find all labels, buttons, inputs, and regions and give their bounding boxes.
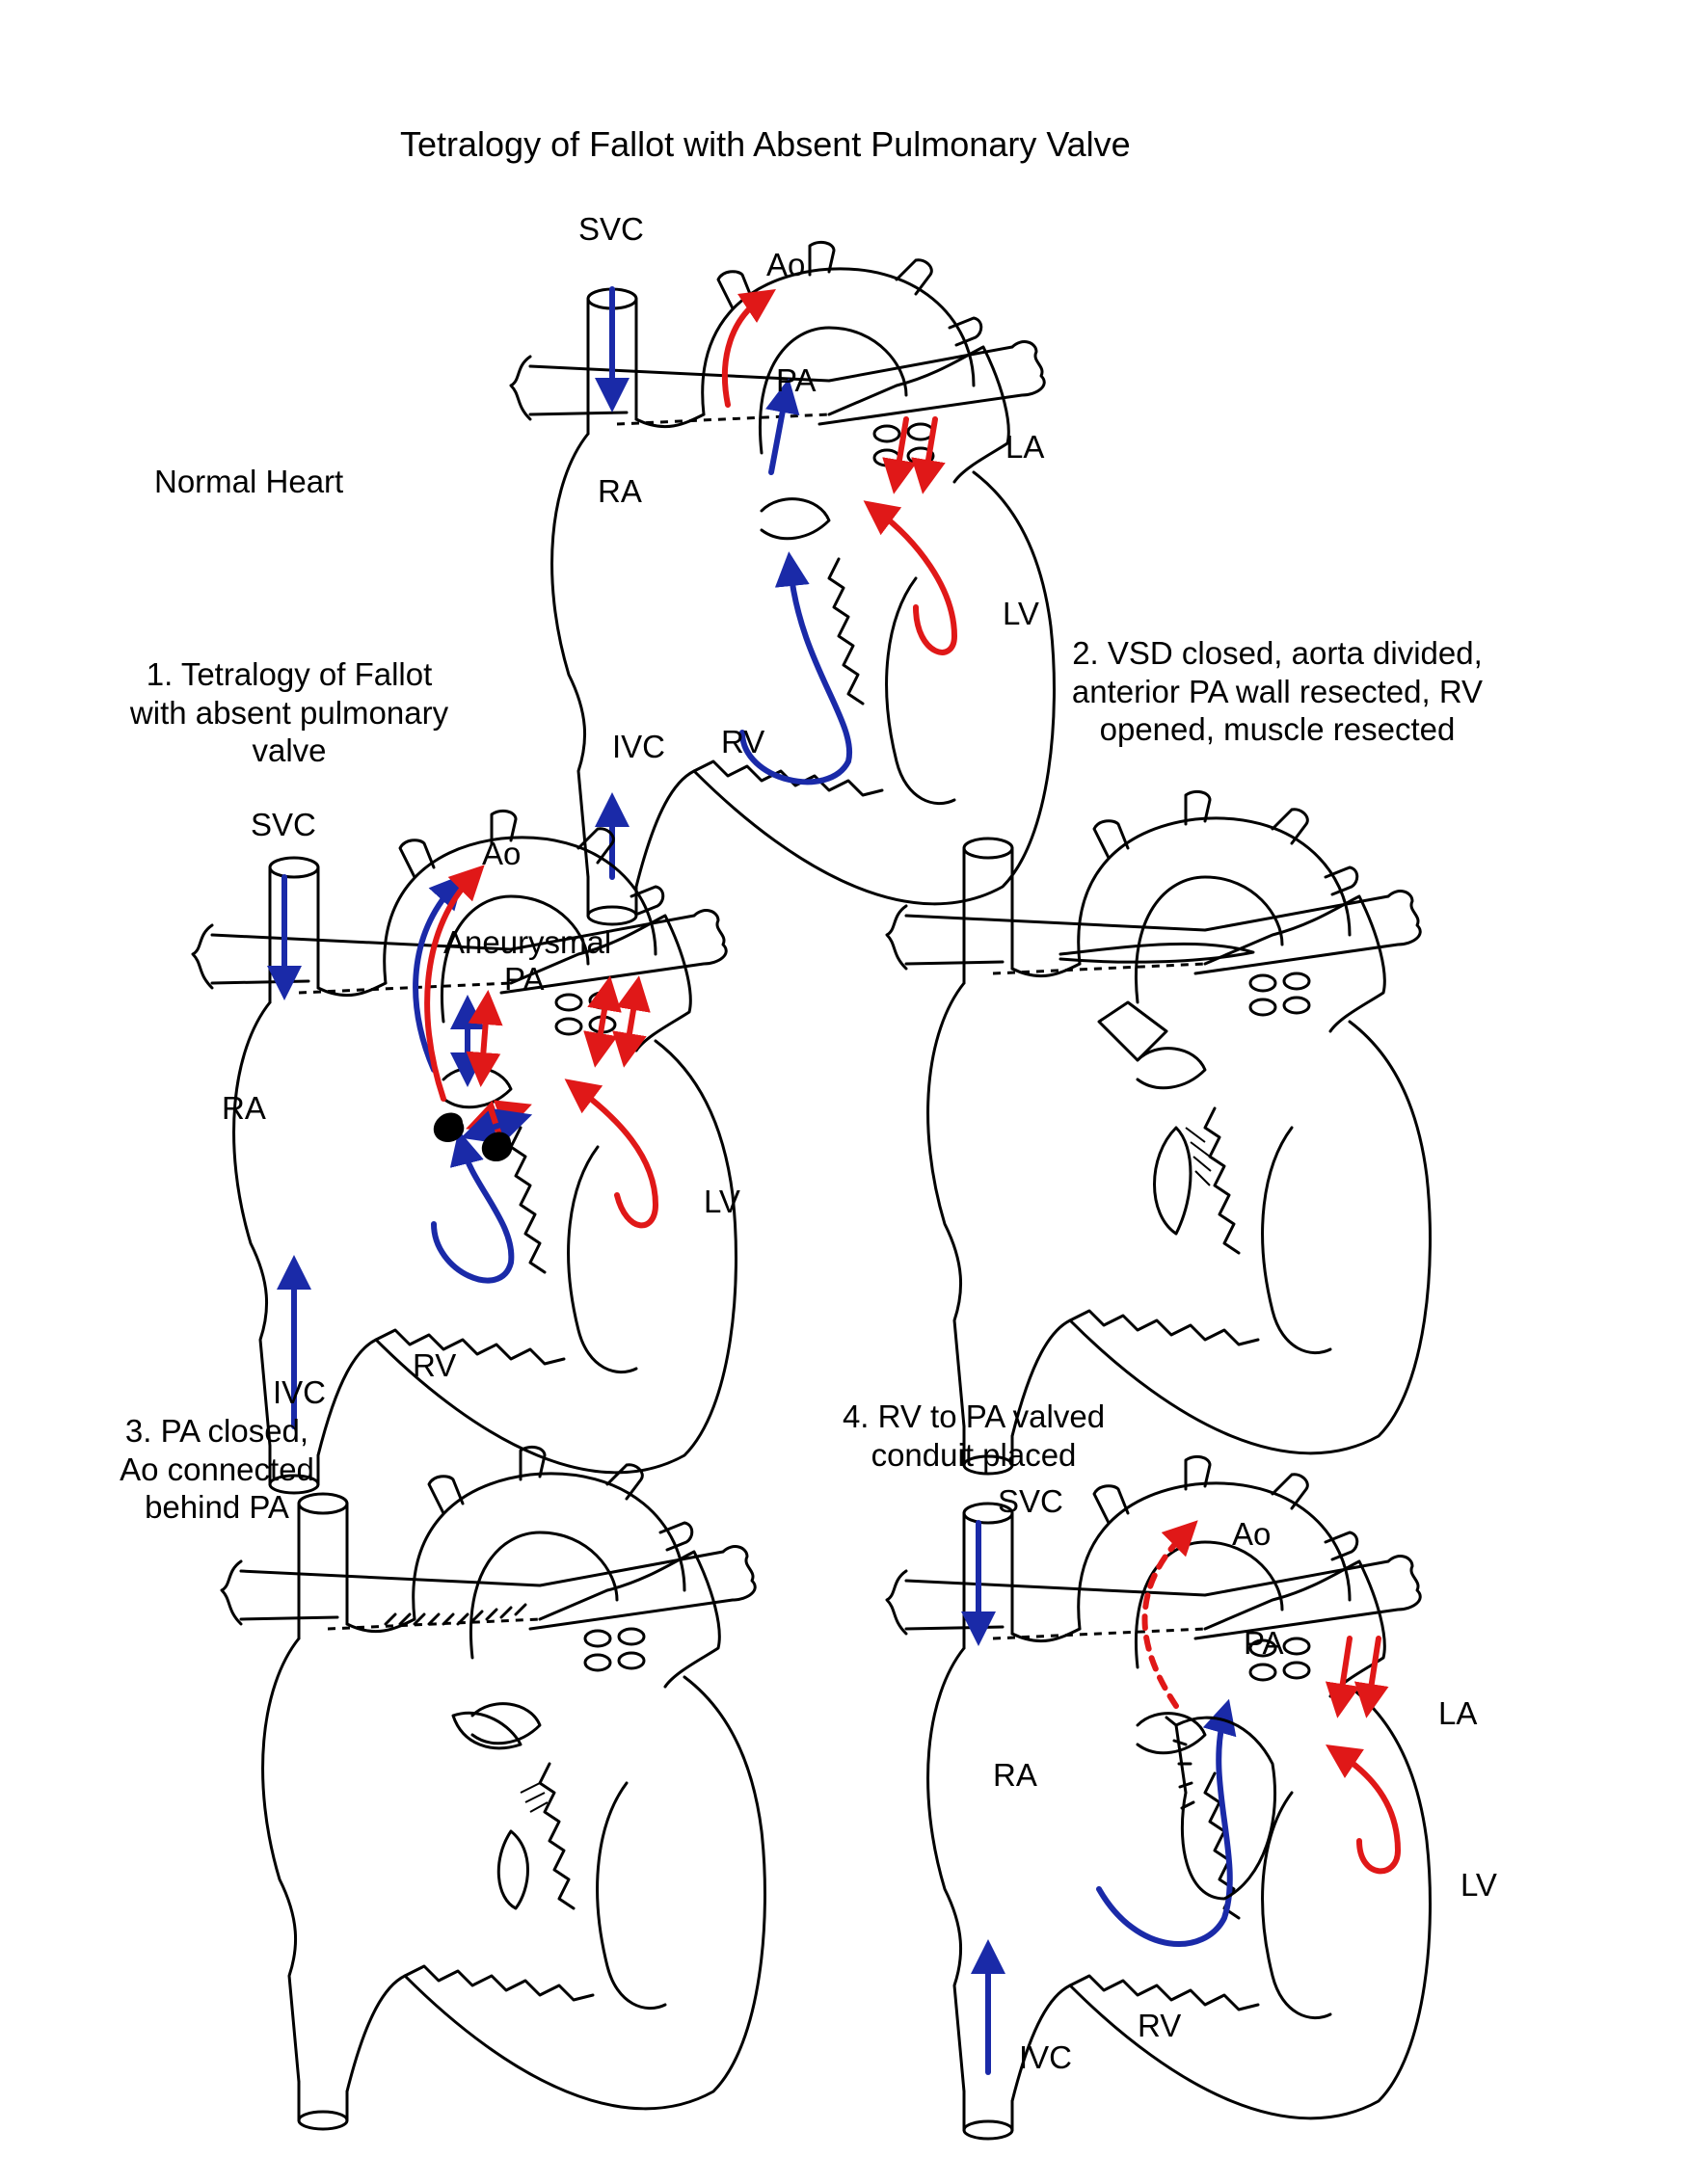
p4-rv-label: RV [1138,2008,1182,2043]
panel-2-caption-line: opened, muscle resected [1099,711,1456,748]
p1-rv-label: RV [413,1347,457,1383]
p4-svc-label: SVC [998,1483,1063,1519]
panel-4-caption-line: conduit placed [871,1436,1077,1473]
panel-3-caption: 3. PA closed, Ao connected behind PA [111,1412,323,1527]
panel-3-caption-line: behind PA [145,1489,289,1526]
p4-lv-label: LV [1460,1867,1497,1903]
p1-lv-label: LV [704,1184,740,1219]
normal-lv-label: LV [1003,596,1039,631]
panel-2-drawing [885,789,1432,1476]
normal-heart-caption: Normal Heart [154,464,344,499]
panel-3-drawing [220,1445,766,2131]
normal-ivc-label: IVC [612,729,666,764]
panel-1-caption: 1. Tetralogy of Fallot with absent pulmo… [125,655,453,770]
panel-1-caption-line: with absent pulmonary [129,694,449,731]
normal-pa-label: PA [776,362,817,398]
p4-ao-label: Ao [1232,1516,1272,1552]
p1-ra-label: RA [222,1090,266,1126]
normal-ra-label: RA [598,473,642,509]
p4-ra-label: RA [993,1757,1037,1793]
normal-heart-drawing [509,240,1056,926]
panel-1-drawing [191,809,737,1495]
panel-3-caption-line: Ao connected [120,1451,314,1487]
panel-4-drawing [885,1454,1432,2141]
p1-svc-label: SVC [251,807,316,842]
panel-2-caption-line: anterior PA wall resected, RV [1071,673,1484,709]
p4-pa-label: PA [1244,1625,1284,1661]
panel-4-caption: 4. RV to PA valved conduit placed [829,1398,1118,1474]
panel-1-caption-line: 1. Tetralogy of Fallot [146,656,433,692]
normal-svc-label: SVC [578,211,644,247]
panel-4-caption-line: 4. RV to PA valved [842,1398,1106,1434]
p1-pa-label: PA [504,961,545,997]
panel-1-caption-line: valve [252,732,327,769]
p1-ivc-label: IVC [273,1374,327,1410]
p4-la-label: LA [1438,1695,1478,1731]
p4-ivc-label: IVC [1019,2039,1073,2075]
diagram-title: Tetralogy of Fallot with Absent Pulmonar… [400,124,1131,164]
p1-aneurysmal-label: Aneurysmal [443,924,612,960]
normal-rv-label: RV [721,724,765,759]
normal-la-label: LA [1005,429,1045,465]
normal-ao-label: Ao [766,247,806,282]
panel-2-caption: 2. VSD closed, aorta divided, anterior P… [1056,634,1499,749]
panel-3-caption-line: 3. PA closed, [124,1413,309,1449]
panel-2-caption-line: 2. VSD closed, aorta divided, [1072,635,1483,671]
p1-ao-label: Ao [482,836,522,871]
